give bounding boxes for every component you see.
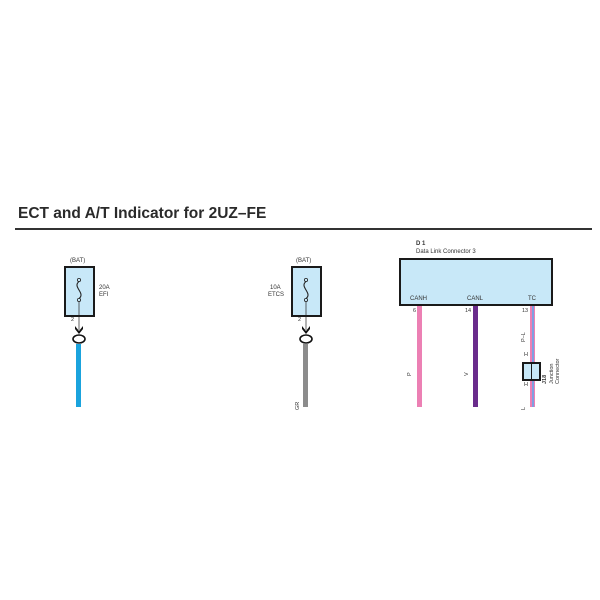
fuse2-wire-label: GR: [295, 401, 301, 410]
dlc-id: D 1: [416, 241, 426, 247]
fuse2-name: ETCS: [268, 292, 285, 298]
tc-wire-label-bottom: L: [521, 406, 527, 410]
fuse1-element-icon: [72, 277, 86, 344]
dlc-pin-canl-number: 14: [465, 308, 472, 314]
tc-wire-left: [530, 306, 532, 407]
dlc-pin-tc-number: 13: [522, 308, 529, 314]
tc-wire-right: [534, 306, 535, 407]
fuse2-wire: [303, 344, 308, 407]
junction-pin-top: H: [524, 352, 528, 358]
canl-wire-label: V: [464, 372, 470, 376]
canh-wire-label: P: [407, 372, 413, 376]
fuse2-source-label: (BAT): [296, 258, 312, 264]
fuse1-name: EFI: [99, 292, 109, 298]
fuse1-source-label: (BAT): [70, 258, 86, 264]
junction-pin-bottom: H: [524, 382, 528, 388]
fuse1-rating: 20A: [99, 285, 110, 291]
fuse2-element-icon: [299, 277, 313, 344]
fuse2-rating: 10A: [270, 285, 281, 291]
tc-wire-label-top: P–L: [521, 332, 527, 342]
title-underline: [15, 228, 592, 230]
dlc-pin-canh-number: 6: [413, 308, 417, 314]
dlc-name: Data Link Connector 3: [416, 249, 476, 255]
tc-wire-stripe: [532, 306, 534, 407]
dlc-pin-tc-label: TC: [528, 296, 536, 302]
fuse1-pin-top: 2: [71, 317, 75, 323]
fuse2-pin-top: 2: [298, 317, 302, 323]
dlc-pin-canh-label: CANH: [410, 296, 428, 302]
diagram-title: ECT and A/T Indicator for 2UZ–FE: [18, 205, 267, 222]
junction-name-line2: Connector: [555, 358, 561, 384]
canl-wire: [473, 306, 478, 407]
junction-divider: [531, 364, 532, 379]
fuse1-wire: [76, 344, 81, 407]
dlc-pin-canl-label: CANL: [467, 296, 484, 302]
canh-wire: [417, 306, 422, 407]
junction-id: J18: [542, 374, 548, 384]
dlc-box: [399, 258, 553, 306]
